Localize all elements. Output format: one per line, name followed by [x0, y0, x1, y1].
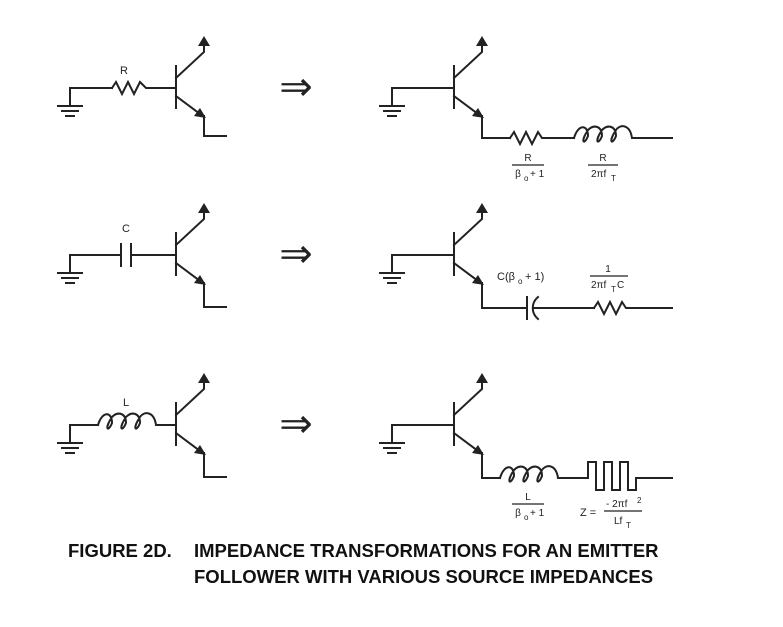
emitter-inductor [498, 465, 589, 483]
svg-text:β: β [515, 508, 521, 519]
emitter-capacitor [526, 295, 540, 321]
svg-text:+ 1: + 1 [530, 508, 545, 519]
transform-arrow-icon: ⇒ [279, 65, 313, 109]
svg-text:+ 1: + 1 [530, 169, 545, 180]
svg-text:R: R [599, 153, 606, 164]
svg-text:T: T [611, 174, 616, 183]
row-resistor: R ⇒ R β o [57, 36, 673, 183]
source-inductor [96, 412, 177, 430]
source-label: L [123, 397, 129, 409]
svg-text:o: o [524, 174, 529, 183]
ground-symbol [379, 424, 405, 454]
row-inductor: L ⇒ L β o + 1 [57, 373, 673, 530]
transistor-symbol [452, 373, 501, 479]
emitter-resistor [508, 129, 575, 147]
ground-symbol [57, 87, 83, 117]
svg-text:C(β: C(β [497, 271, 515, 283]
figure-number: FIGURE 2D. [68, 540, 172, 561]
svg-text:o: o [524, 513, 529, 522]
svg-text:Lf: Lf [614, 516, 623, 527]
svg-text:2: 2 [637, 496, 642, 505]
ground-symbol [57, 254, 83, 284]
svg-text:C: C [617, 280, 624, 291]
svg-text:R: R [524, 153, 531, 164]
source-label: C [122, 223, 130, 235]
emitter-resistor [592, 299, 673, 317]
impedance-label: Z = - 2πf 2 Lf T [580, 496, 642, 530]
ground-symbol [379, 254, 405, 284]
source-resistor [110, 79, 177, 97]
inductor-label: R 2πf T [588, 153, 618, 183]
svg-text:L: L [525, 492, 531, 503]
figure-title: IMPEDANCE TRANSFORMATIONS FOR AN EMITTER… [194, 540, 659, 587]
source-label: R [120, 65, 128, 77]
transform-arrow-icon: ⇒ [279, 232, 313, 276]
svg-text:+ 1): + 1) [525, 271, 544, 283]
ground-symbol [379, 87, 405, 117]
negative-resistance-element [587, 461, 673, 491]
emitter-inductor [572, 125, 673, 143]
svg-text:T: T [626, 521, 631, 530]
source-capacitor [120, 243, 132, 267]
svg-text:2πf: 2πf [591, 280, 606, 291]
ground-symbol [57, 424, 83, 454]
svg-text:T: T [611, 285, 616, 294]
svg-text:Z =: Z = [580, 507, 596, 519]
transistor-symbol [174, 36, 227, 137]
inductor-label: L β o + 1 [512, 492, 545, 522]
svg-text:2πf: 2πf [591, 169, 606, 180]
resistor-label: 1 2πf T C [590, 264, 628, 294]
capacitor-label: C(β o + 1) [497, 271, 544, 286]
svg-text:- 2πf: - 2πf [606, 499, 628, 510]
svg-text:1: 1 [605, 264, 611, 275]
row-capacitor: C ⇒ C(β o + 1 [57, 203, 673, 321]
transistor-symbol [452, 36, 511, 139]
transistor-symbol [174, 373, 227, 478]
svg-text:o: o [518, 277, 523, 286]
svg-text:β: β [515, 169, 521, 180]
transistor-symbol [174, 203, 227, 308]
transistor-symbol [452, 203, 527, 309]
resistor-label: R β o + 1 [512, 153, 545, 183]
transform-arrow-icon: ⇒ [279, 402, 313, 446]
